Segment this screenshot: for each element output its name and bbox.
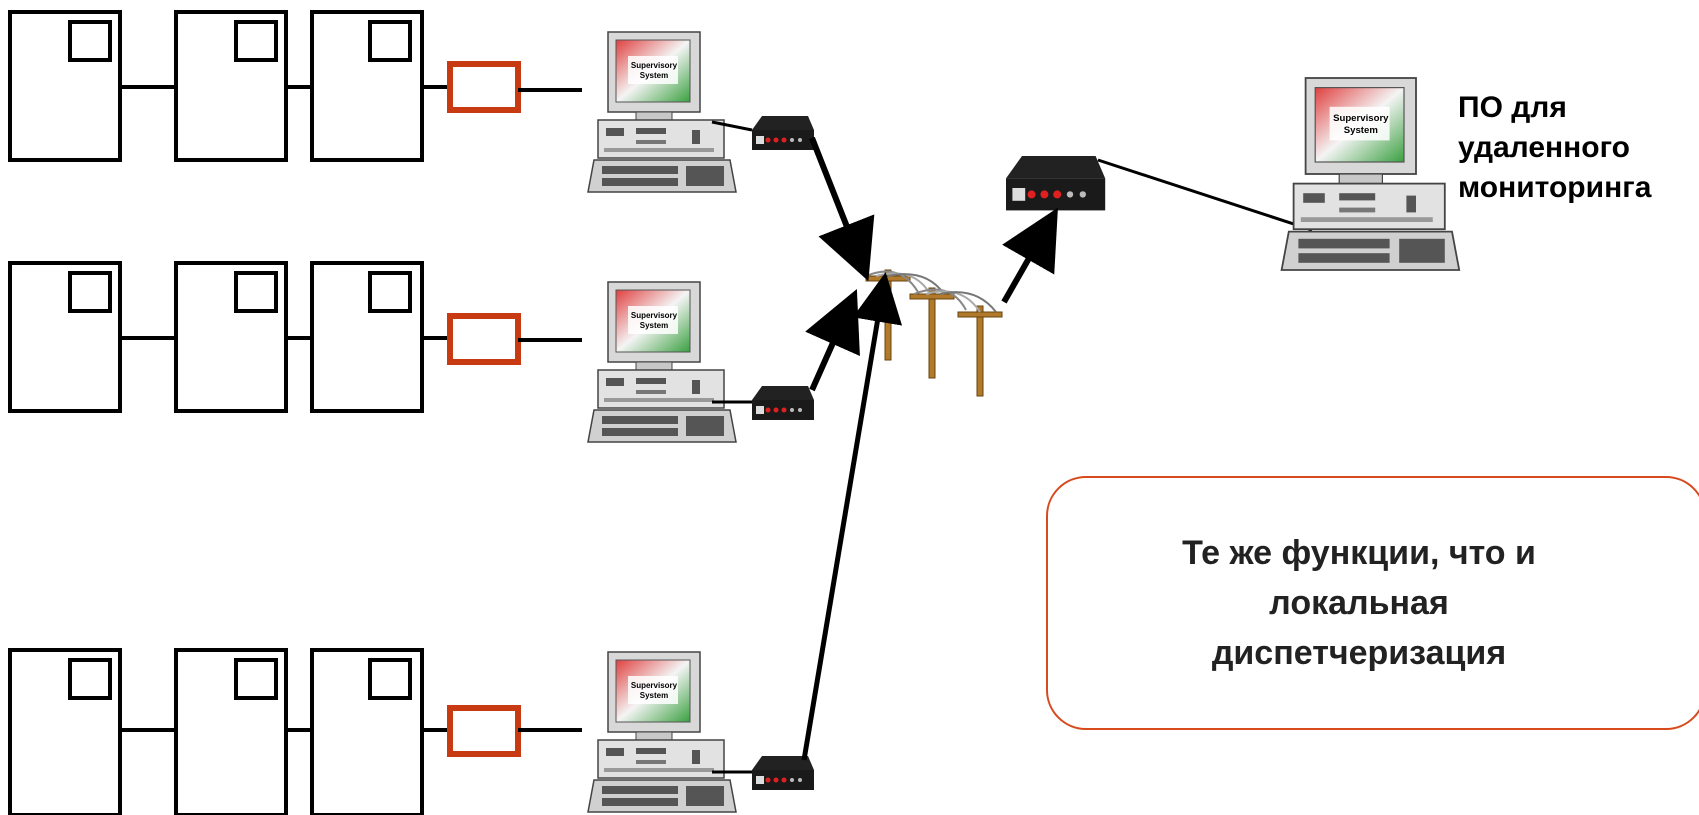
site-3-modem [752,756,814,790]
remote-pc: Supervisory System [1280,77,1461,271]
arrow-site1-to-line [809,136,875,282]
protocol-converter [447,61,521,113]
remote-software-label: ПО для удаленного мониторинга [1458,88,1698,208]
pc-screen-line: Supervisory [631,61,678,70]
site-3-pc: Supervisory System [587,651,737,813]
site-2-modem [752,386,814,420]
cabinet-window [234,658,278,700]
pc-screen-line: System [640,71,668,80]
cabinet-window [234,20,278,62]
pc-screen-line: System [640,691,668,700]
cabinet-window [368,20,412,62]
site-2-pc: Supervisory System [587,281,737,443]
remote-label-line: удаленного [1458,131,1631,164]
cabinet-window [368,658,412,700]
pc-screen-line: System [640,321,668,330]
cabinet-window [68,271,112,313]
site-3-cabinets [8,648,582,815]
remote-label-line: ПО для [1458,91,1567,124]
site-1-pc: Supervisory System [587,31,737,193]
cabinet-window [368,271,412,313]
protocol-converter [447,313,521,365]
arrow-line-to-remote-modem [1001,207,1058,304]
remote-label-line: мониторинга [1458,171,1652,204]
callout-line: Те же функции, что и [1182,534,1536,572]
site-2-cabinets [8,261,582,413]
cabinet-window [234,271,278,313]
callout-line: диспетчеризация [1211,634,1507,672]
cabinet-window [68,20,112,62]
site-1-modem [752,116,814,150]
arrow-site2-to-line [805,289,860,392]
pc-screen-line: System [1344,125,1378,136]
remote-modem [1006,156,1106,211]
callout-box: Те же функции, что и локальная диспетчер… [1046,476,1699,730]
cabinet-window [68,658,112,700]
arrow-site3-to-line [801,272,903,761]
telephone-line [865,269,1003,397]
callout-line: локальная [1269,584,1449,622]
protocol-converter [447,705,521,757]
pc-screen-line: Supervisory [631,311,678,320]
pc-screen-line: Supervisory [631,681,678,690]
site-1-cabinets [8,10,582,162]
pc-screen-line: Supervisory [1333,113,1389,124]
